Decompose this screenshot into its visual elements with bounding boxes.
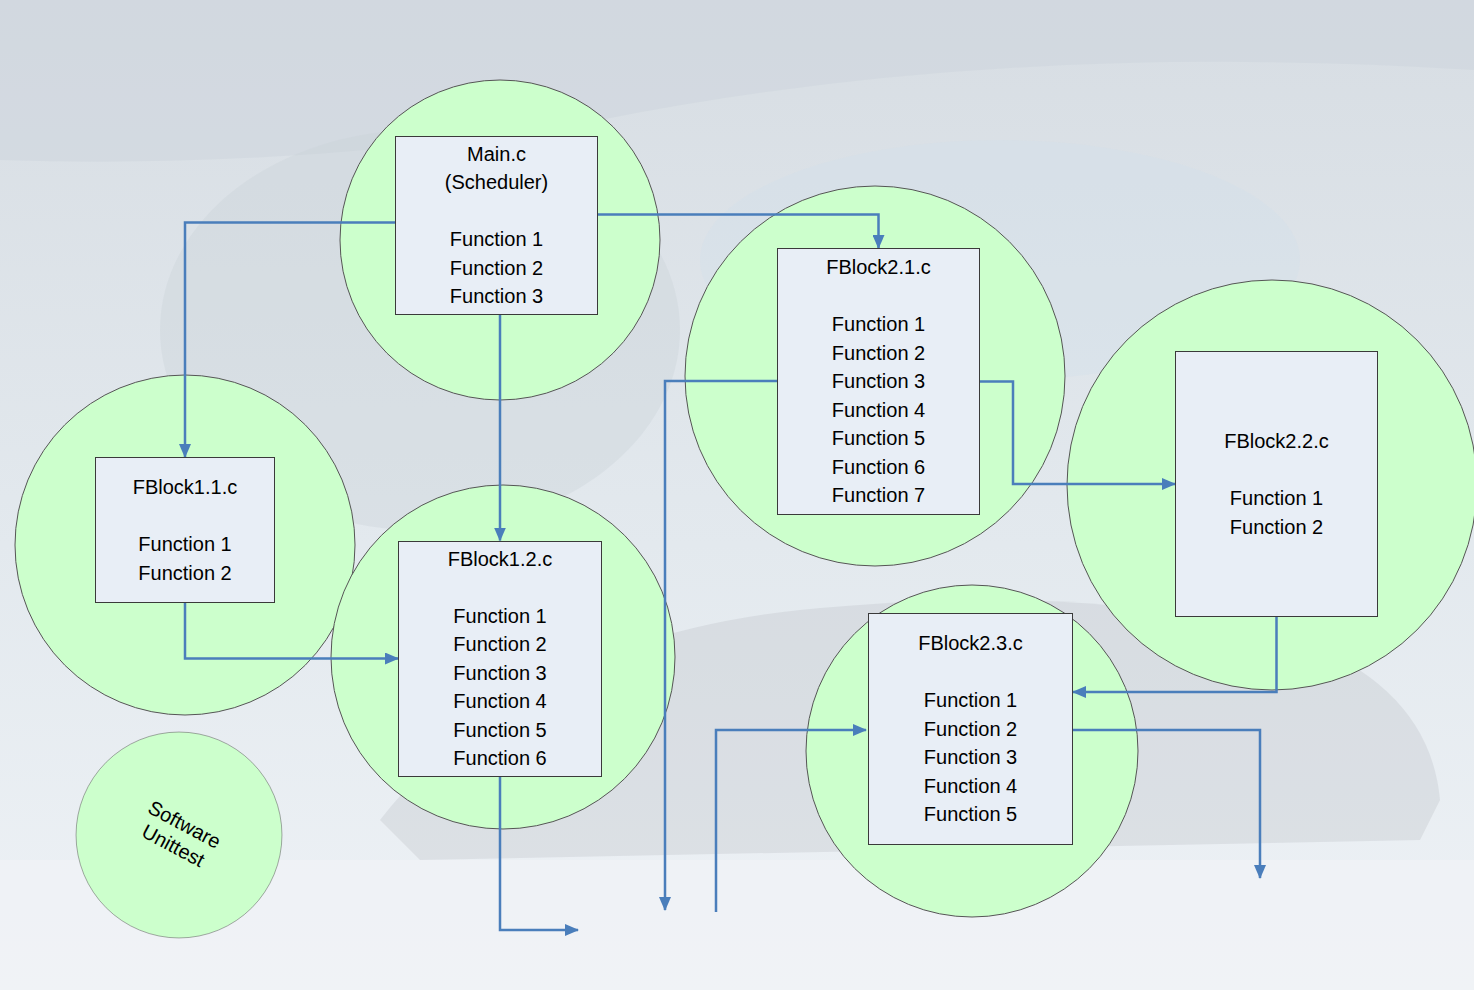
call-arrow (1073, 617, 1277, 692)
function-name: Function 2 (138, 559, 231, 588)
call-arrow (499, 315, 502, 541)
aircraft-wing (0, 0, 1474, 162)
function-name: Function 1 (1230, 484, 1323, 513)
function-name: Function 2 (453, 630, 546, 659)
function-name: Function 2 (924, 715, 1017, 744)
function-name: Function 4 (832, 396, 925, 425)
call-arrow (185, 603, 398, 659)
function-name: Function 5 (453, 716, 546, 745)
input-arrow (716, 730, 866, 912)
function-name: Function 1 (832, 310, 925, 339)
function-name: Function 1 (450, 225, 543, 254)
source-file-box: Main.c (Scheduler) Function 1Function 2Fu… (395, 136, 598, 315)
function-name: Function 1 (453, 602, 546, 631)
call-arrow (980, 382, 1175, 485)
function-name: Function 4 (453, 687, 546, 716)
function-name: Function 5 (832, 424, 925, 453)
function-name: Function 6 (832, 453, 925, 482)
box-content: Main.c (Scheduler) Function 1Function 2Fu… (437, 140, 557, 311)
file-name: FBlock1.2.c (448, 545, 552, 574)
file-name: Main.c (Scheduler) (437, 140, 557, 197)
circle-shape (76, 732, 282, 938)
box-content: FBlock1.2.cFunction 1Function 2Function … (448, 545, 552, 773)
output-arrow (1073, 730, 1260, 878)
call-arrow (598, 215, 879, 249)
output-arrow (665, 381, 777, 910)
function-name: Function 2 (832, 339, 925, 368)
function-name: Function 1 (924, 686, 1017, 715)
function-name: Function 5 (924, 800, 1017, 829)
box-content: FBlock2.2.cFunction 1Function 2 (1224, 427, 1328, 541)
module-circle (685, 186, 1065, 566)
source-file-box: FBlock2.3.cFunction 1Function 2Function … (868, 613, 1073, 845)
source-file-box: FBlock1.1.cFunction 1Function 2 (95, 457, 275, 603)
box-content: FBlock1.1.cFunction 1Function 2 (133, 473, 237, 587)
file-name: FBlock2.2.c (1224, 427, 1328, 456)
file-name: FBlock2.3.c (918, 629, 1022, 658)
box-content: FBlock2.3.cFunction 1Function 2Function … (918, 629, 1022, 829)
function-name: Function 3 (453, 659, 546, 688)
test-circle: Software Unittest (75, 731, 283, 939)
module-circle (806, 585, 1138, 917)
module-circle (331, 485, 675, 829)
file-name: FBlock2.1.c (826, 253, 930, 282)
function-name: Function 4 (924, 772, 1017, 801)
call-arrow (185, 223, 395, 458)
function-name: Function 2 (450, 254, 543, 283)
output-arrow (500, 775, 578, 930)
function-name: Function 3 (832, 367, 925, 396)
function-name: Function 1 (138, 530, 231, 559)
function-name: Function 6 (453, 744, 546, 773)
source-file-box: FBlock2.1.cFunction 1Function 2Function … (777, 248, 980, 515)
file-name: FBlock1.1.c (133, 473, 237, 502)
function-name: Function 3 (924, 743, 1017, 772)
function-name: Function 3 (450, 282, 543, 311)
function-name: Function 7 (832, 481, 925, 510)
source-file-box: FBlock1.2.cFunction 1Function 2Function … (398, 541, 602, 777)
function-name: Function 2 (1230, 513, 1323, 542)
box-content: FBlock2.1.cFunction 1Function 2Function … (826, 253, 930, 510)
source-file-box: FBlock2.2.cFunction 1Function 2 (1175, 351, 1378, 617)
